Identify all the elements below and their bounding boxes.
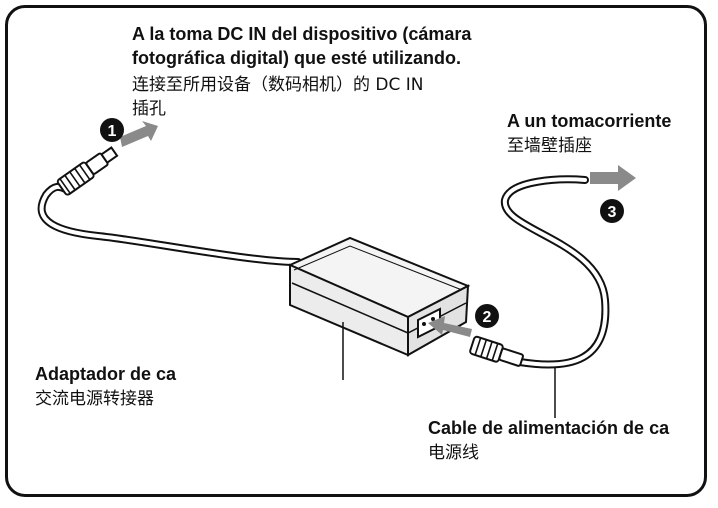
arrow-to-outlet <box>590 165 636 191</box>
dc-cable-core <box>39 184 300 264</box>
dc-plug <box>56 146 119 196</box>
step-2-badge: 2 <box>475 304 499 328</box>
outlet-chinese: 至墙壁插座 <box>507 136 592 156</box>
cord-spanish: Cable de alimentación de ca <box>428 418 670 438</box>
ac-adapter <box>287 236 471 357</box>
dc-in-spanish-line-2: fotográfica digital) que esté utilizando… <box>132 48 462 68</box>
step-1-badge: 1 <box>100 118 124 142</box>
dc-in-chinese-line-2: 插孔 <box>132 99 166 119</box>
power-cord <box>500 175 610 369</box>
step-3-number: 3 <box>608 204 617 221</box>
adapter-chinese: 交流电源转接器 <box>35 389 154 409</box>
dc-in-spanish-line-1: A la toma DC IN del dispositivo (cámara <box>132 24 472 44</box>
cord-chinese: 电源线 <box>428 443 479 463</box>
arrow-to-inlet <box>428 316 472 337</box>
step-1-number: 1 <box>108 123 117 140</box>
dc-cable <box>37 182 302 266</box>
cord-connector <box>469 335 524 367</box>
step-2-number: 2 <box>483 309 492 326</box>
adapter-spanish: Adaptador de ca <box>35 364 177 384</box>
dc-in-chinese-line-1: 连接至所用设备（数码相机）的 DC IN <box>132 75 424 95</box>
arrow-to-dc-in <box>120 121 158 147</box>
step-3-badge: 3 <box>600 199 624 223</box>
diagram-border <box>5 5 707 497</box>
outlet-spanish: A un tomacorriente <box>507 111 672 131</box>
